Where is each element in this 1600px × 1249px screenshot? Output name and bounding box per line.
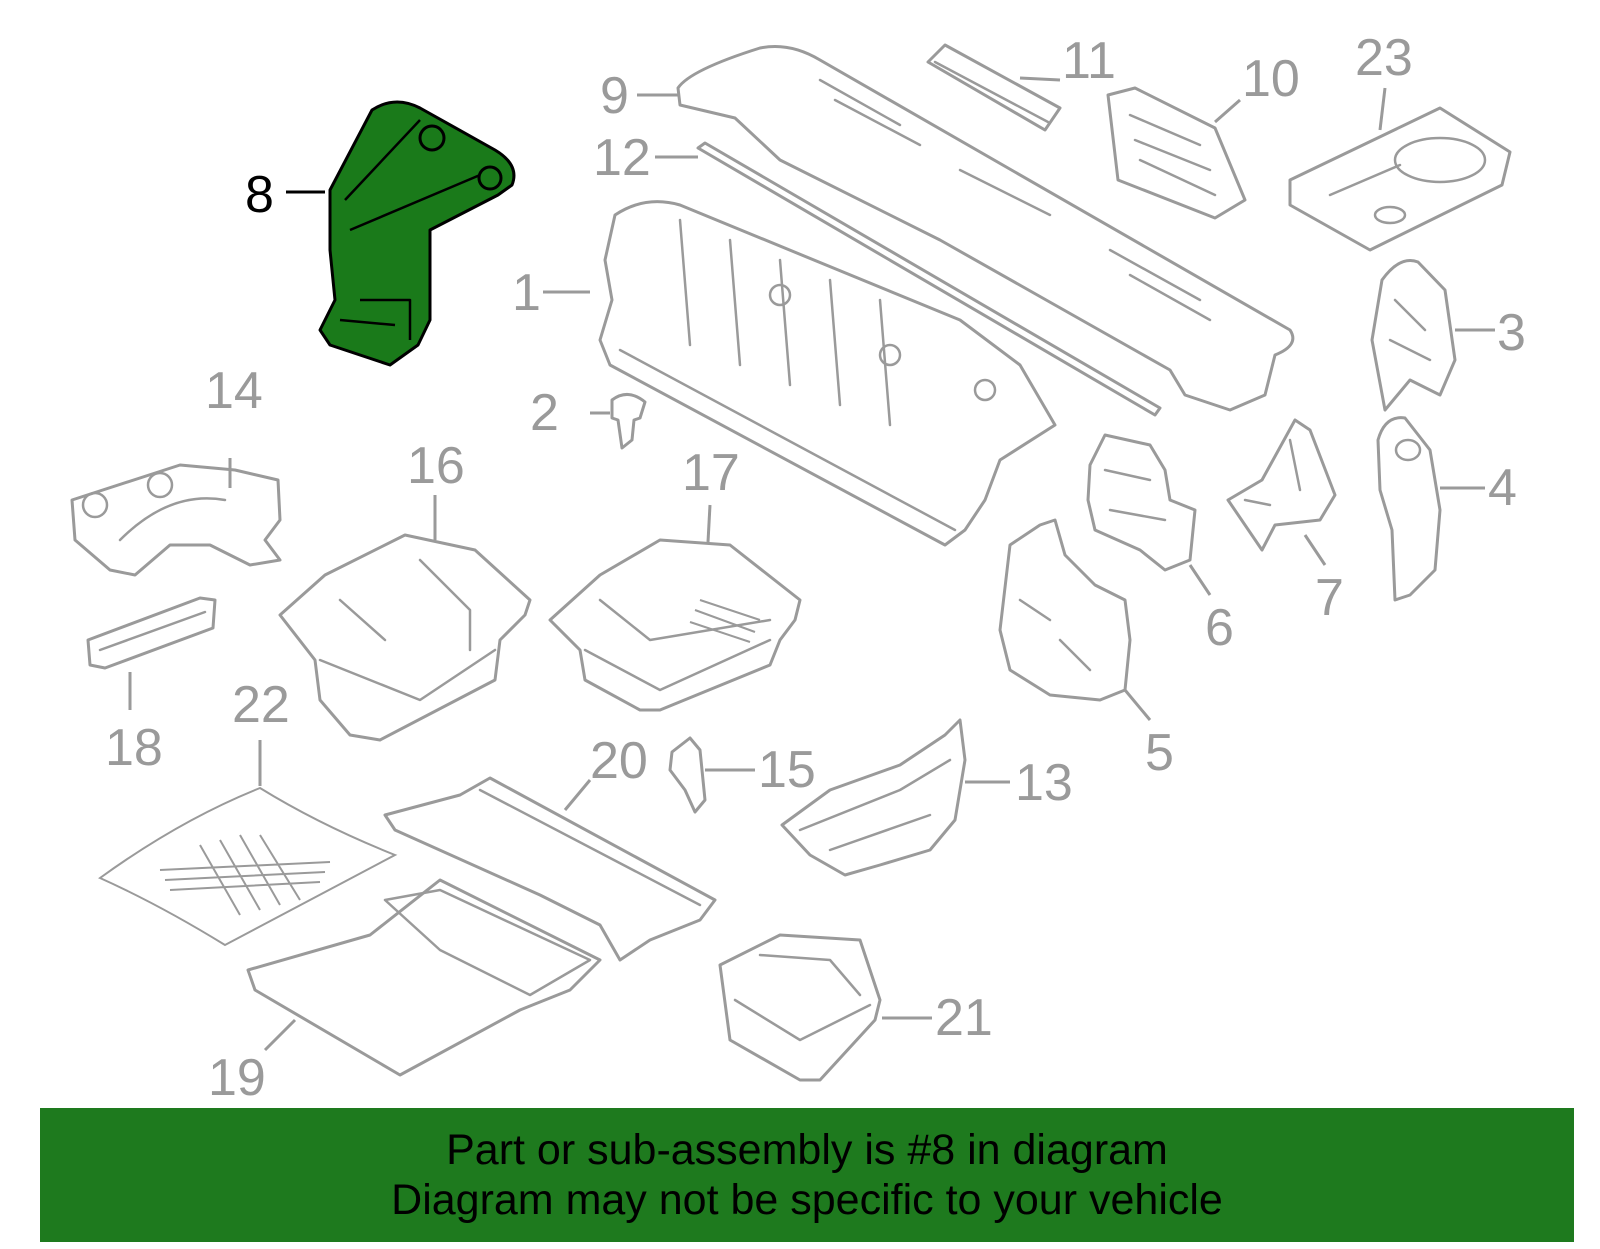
callout-6: 6 [1205, 599, 1234, 657]
banner-line-2: Diagram may not be specific to your vehi… [391, 1176, 1223, 1224]
part-6[interactable] [1086, 433, 1197, 572]
callout-22: 22 [232, 676, 290, 734]
part-3[interactable] [1370, 259, 1457, 412]
callout-13: 13 [1015, 754, 1073, 812]
part-11[interactable] [926, 43, 1062, 132]
part-13[interactable] [780, 718, 967, 877]
part-15[interactable] [668, 736, 707, 814]
part-19[interactable] [246, 878, 602, 1077]
callout-9: 9 [600, 67, 629, 125]
part-14[interactable] [70, 463, 282, 577]
callout-21: 21 [935, 989, 993, 1047]
callout-18: 18 [105, 719, 163, 777]
callout-14: 14 [205, 362, 263, 420]
callout-15: 15 [758, 741, 816, 799]
part-12[interactable] [696, 141, 1162, 417]
part-8-highlighted[interactable] [318, 100, 516, 367]
leader-lines [128, 76, 1495, 1052]
part-16[interactable] [278, 533, 532, 742]
part-7[interactable] [1226, 418, 1337, 552]
callout-3: 3 [1497, 304, 1526, 362]
callout-17: 17 [682, 444, 740, 502]
part-10[interactable] [1106, 86, 1247, 220]
part-2[interactable] [610, 393, 647, 450]
part-4[interactable] [1376, 416, 1442, 602]
callout-11: 11 [1062, 32, 1116, 90]
callout-4: 4 [1488, 459, 1517, 517]
banner-line-1: Part or sub-assembly is #8 in diagram [446, 1126, 1168, 1174]
part-17[interactable] [548, 538, 802, 712]
callout-19: 19 [208, 1049, 266, 1107]
part-22[interactable] [98, 786, 398, 947]
callout-10: 10 [1242, 50, 1300, 108]
part-18[interactable] [86, 596, 217, 670]
callout-7: 7 [1315, 569, 1344, 627]
callout-20: 20 [590, 732, 648, 790]
part-9[interactable] [676, 45, 1295, 412]
callout-12: 12 [593, 129, 651, 187]
part-23[interactable] [1288, 106, 1512, 252]
disclaimer-banner: Part or sub-assembly is #8 in diagram Di… [40, 1108, 1574, 1242]
callout-1: 1 [512, 264, 541, 322]
callout-2: 2 [530, 384, 559, 442]
part-5[interactable] [998, 518, 1132, 702]
callout-8: 8 [245, 166, 274, 224]
part-1[interactable] [598, 200, 1057, 547]
callout-23: 23 [1355, 29, 1413, 87]
callout-16: 16 [407, 437, 465, 495]
part-20[interactable] [383, 776, 717, 962]
callout-5: 5 [1145, 724, 1174, 782]
callout-labels: 8 9 11 10 23 12 1 3 2 4 7 6 5 14 18 16 1… [105, 29, 1526, 1107]
part-21[interactable] [718, 933, 882, 1082]
